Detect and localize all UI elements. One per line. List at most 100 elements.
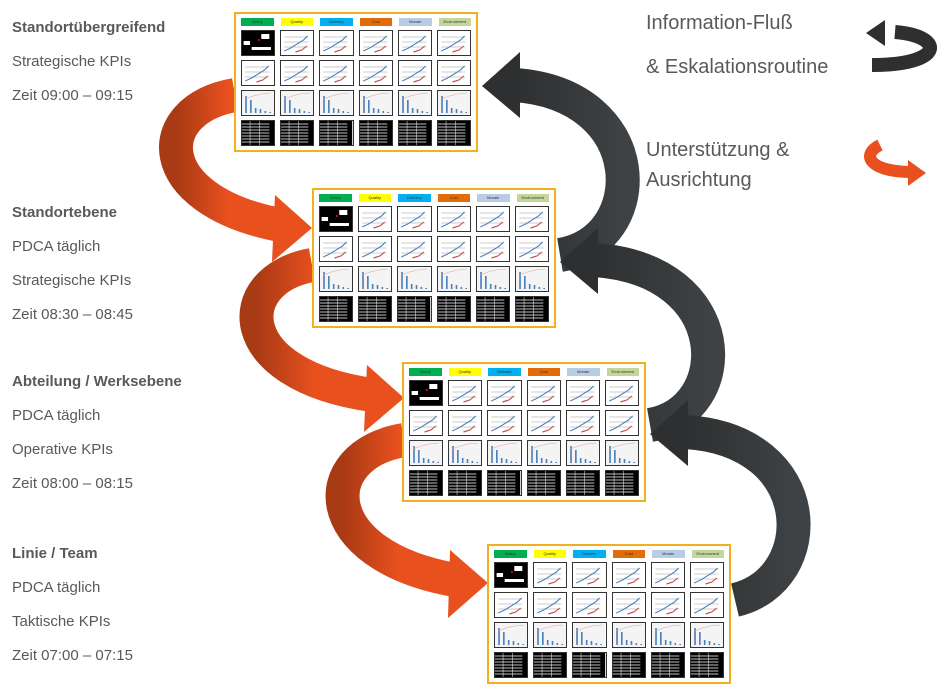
board-header-quality: Quality [280, 18, 313, 26]
pareto-chart-thumbnail [436, 90, 471, 116]
pareto-chart-thumbnail [487, 440, 522, 466]
board-header-delivery: Delivery [398, 194, 431, 202]
pareto-chart-thumbnail [572, 622, 607, 648]
board-chart-grid [241, 30, 471, 146]
table-thumbnail [397, 296, 432, 322]
pareto-chart-thumbnail [514, 266, 549, 292]
board-header-safety: Safety [241, 18, 274, 26]
board-header-safety: Safety [409, 368, 442, 376]
pareto-chart-thumbnail [689, 622, 724, 648]
table-thumbnail [409, 470, 444, 496]
pareto-chart-thumbnail [494, 622, 529, 648]
trend-chart-thumbnail [689, 592, 724, 618]
trend-chart-thumbnail [448, 380, 483, 406]
pareto-chart-thumbnail [358, 266, 393, 292]
level-title: Standortübergreifend [12, 19, 166, 36]
board-header-cost: Cost [527, 368, 560, 376]
pareto-chart-thumbnail [533, 622, 568, 648]
board-header-quality: Quality [358, 194, 391, 202]
trend-chart-thumbnail [397, 60, 432, 86]
trend-chart-thumbnail [526, 410, 561, 436]
info-legend-arrowhead [866, 20, 885, 46]
level-department: Abteilung / Werksebene PDCA täglich Oper… [12, 372, 182, 508]
level-pdca: PDCA täglich [12, 238, 101, 255]
board-header-environment: Environment [691, 550, 724, 558]
table-thumbnail [319, 120, 354, 146]
trend-chart-thumbnail [494, 592, 529, 618]
legend-support: Unterstützung & Ausrichtung [646, 135, 789, 195]
board-header-safety: Safety [319, 194, 352, 202]
support-arrow-3 [325, 423, 459, 597]
board-header-delivery: Delivery [573, 550, 606, 558]
board-header-safety: Safety [494, 550, 527, 558]
trend-chart-thumbnail [533, 562, 568, 588]
pareto-chart-thumbnail [319, 266, 354, 292]
support-legend-icon [864, 139, 913, 178]
level-time: Zeit 08:00 – 08:15 [12, 475, 133, 492]
board-header-morale: Morale [399, 18, 432, 26]
table-thumbnail [397, 120, 432, 146]
table-thumbnail [448, 470, 483, 496]
board-chart-grid [494, 562, 724, 678]
support-arrowhead-2 [364, 365, 404, 432]
support-arrow-1 [159, 78, 284, 242]
support-arrowhead-3 [448, 550, 488, 618]
trend-chart-thumbnail [358, 60, 393, 86]
trend-chart-thumbnail [650, 562, 685, 588]
trend-chart-thumbnail [572, 562, 607, 588]
board-header-environment: Environment [516, 194, 549, 202]
table-thumbnail [611, 652, 646, 678]
pareto-chart-thumbnail [280, 90, 315, 116]
level-cross-site: Standortübergreifend Strategische KPIs Z… [12, 18, 165, 120]
info-arrowhead-1 [482, 52, 520, 118]
trend-chart-thumbnail [611, 592, 646, 618]
table-thumbnail [436, 296, 471, 322]
table-thumbnail [572, 652, 607, 678]
table-thumbnail [487, 470, 522, 496]
level-time: Zeit 07:00 – 07:15 [12, 647, 133, 664]
board-header-cost: Cost [359, 18, 392, 26]
trend-chart-thumbnail [397, 206, 432, 232]
legend-info-line1: Information-Fluß [646, 12, 793, 34]
trend-chart-thumbnail [533, 592, 568, 618]
board-header-delivery: Delivery [488, 368, 521, 376]
level-line-team: Linie / Team PDCA täglich Taktische KPIs… [12, 544, 133, 680]
pareto-chart-thumbnail [319, 90, 354, 116]
trend-chart-thumbnail [280, 60, 315, 86]
support-arrowhead-1 [272, 195, 312, 262]
pareto-chart-thumbnail [526, 440, 561, 466]
pareto-chart-thumbnail [650, 622, 685, 648]
table-thumbnail [565, 470, 600, 496]
trend-chart-thumbnail [475, 236, 510, 262]
pareto-chart-thumbnail [436, 266, 471, 292]
safety-cross-thumbnail [409, 380, 444, 406]
board-header-environment: Environment [606, 368, 639, 376]
board-header-delivery: Delivery [320, 18, 353, 26]
table-thumbnail [650, 652, 685, 678]
legend-support-line1: Unterstützung & [646, 139, 790, 161]
trend-chart-thumbnail [604, 410, 639, 436]
support-arrow-2 [239, 248, 375, 412]
info-arrow-3 [683, 415, 811, 617]
level-kpis: Strategische KPIs [12, 53, 132, 70]
trend-chart-thumbnail [689, 562, 724, 588]
trend-chart-thumbnail [611, 562, 646, 588]
table-thumbnail [604, 470, 639, 496]
trend-chart-thumbnail [397, 30, 432, 56]
safety-cross-thumbnail [319, 206, 354, 232]
pareto-chart-thumbnail [475, 266, 510, 292]
trend-chart-thumbnail [319, 60, 354, 86]
table-thumbnail [319, 296, 354, 322]
table-thumbnail [436, 120, 471, 146]
board-chart-grid [319, 206, 549, 322]
trend-chart-thumbnail [397, 236, 432, 262]
legend-support-line2: Ausrichtung [646, 169, 752, 191]
info-arrowhead-2 [560, 228, 598, 294]
level-time: Zeit 08:30 – 08:45 [12, 306, 133, 323]
pareto-chart-thumbnail [611, 622, 646, 648]
